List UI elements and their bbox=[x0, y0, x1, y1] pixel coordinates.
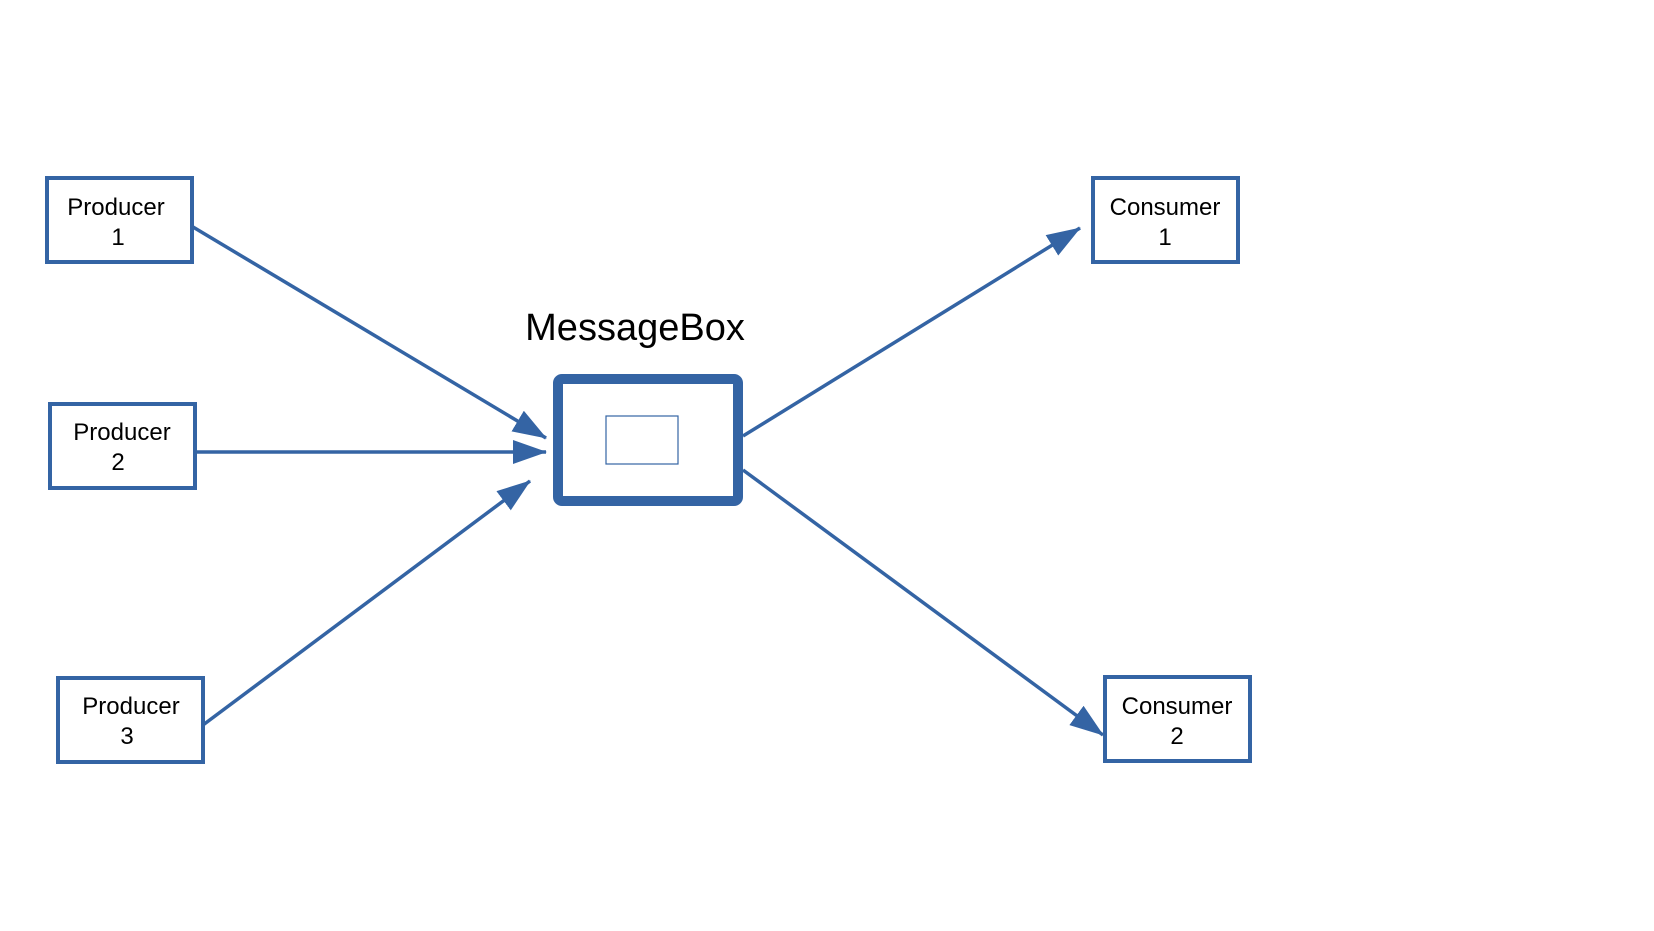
producer-1-label-line1: Producer bbox=[67, 194, 164, 221]
arrow-messagebox-to-consumer-1 bbox=[742, 226, 1081, 438]
consumer-node-1: Consumer 1 bbox=[1091, 176, 1240, 264]
producer-node-3: Producer 3 bbox=[56, 676, 205, 764]
message-box-node bbox=[553, 374, 743, 506]
producer-2-label-line2: 2 bbox=[111, 449, 124, 476]
consumer-2-label-line2: 2 bbox=[1170, 723, 1183, 750]
producer-node-1: Producer 1 bbox=[45, 176, 194, 264]
message-box-label: MessageBox bbox=[525, 307, 745, 349]
consumer-1-label-line1: Consumer bbox=[1110, 194, 1221, 221]
consumer-1-label-line2: 1 bbox=[1158, 224, 1171, 251]
producer-1-label-line2: 1 bbox=[111, 224, 124, 251]
message-slot bbox=[605, 415, 679, 465]
producer-3-label-line1: Producer bbox=[82, 693, 179, 720]
arrow-producer-1-to-messagebox bbox=[192, 225, 547, 440]
producer-2-label-line1: Producer bbox=[73, 419, 170, 446]
producer-node-2: Producer 2 bbox=[48, 402, 197, 490]
arrow-producer-3-to-messagebox bbox=[201, 479, 532, 727]
arrow-messagebox-to-consumer-2 bbox=[741, 468, 1105, 737]
producer-3-label-line2: 3 bbox=[120, 723, 133, 750]
consumer-2-label-line1: Consumer bbox=[1122, 693, 1233, 720]
consumer-node-2: Consumer 2 bbox=[1103, 675, 1252, 763]
